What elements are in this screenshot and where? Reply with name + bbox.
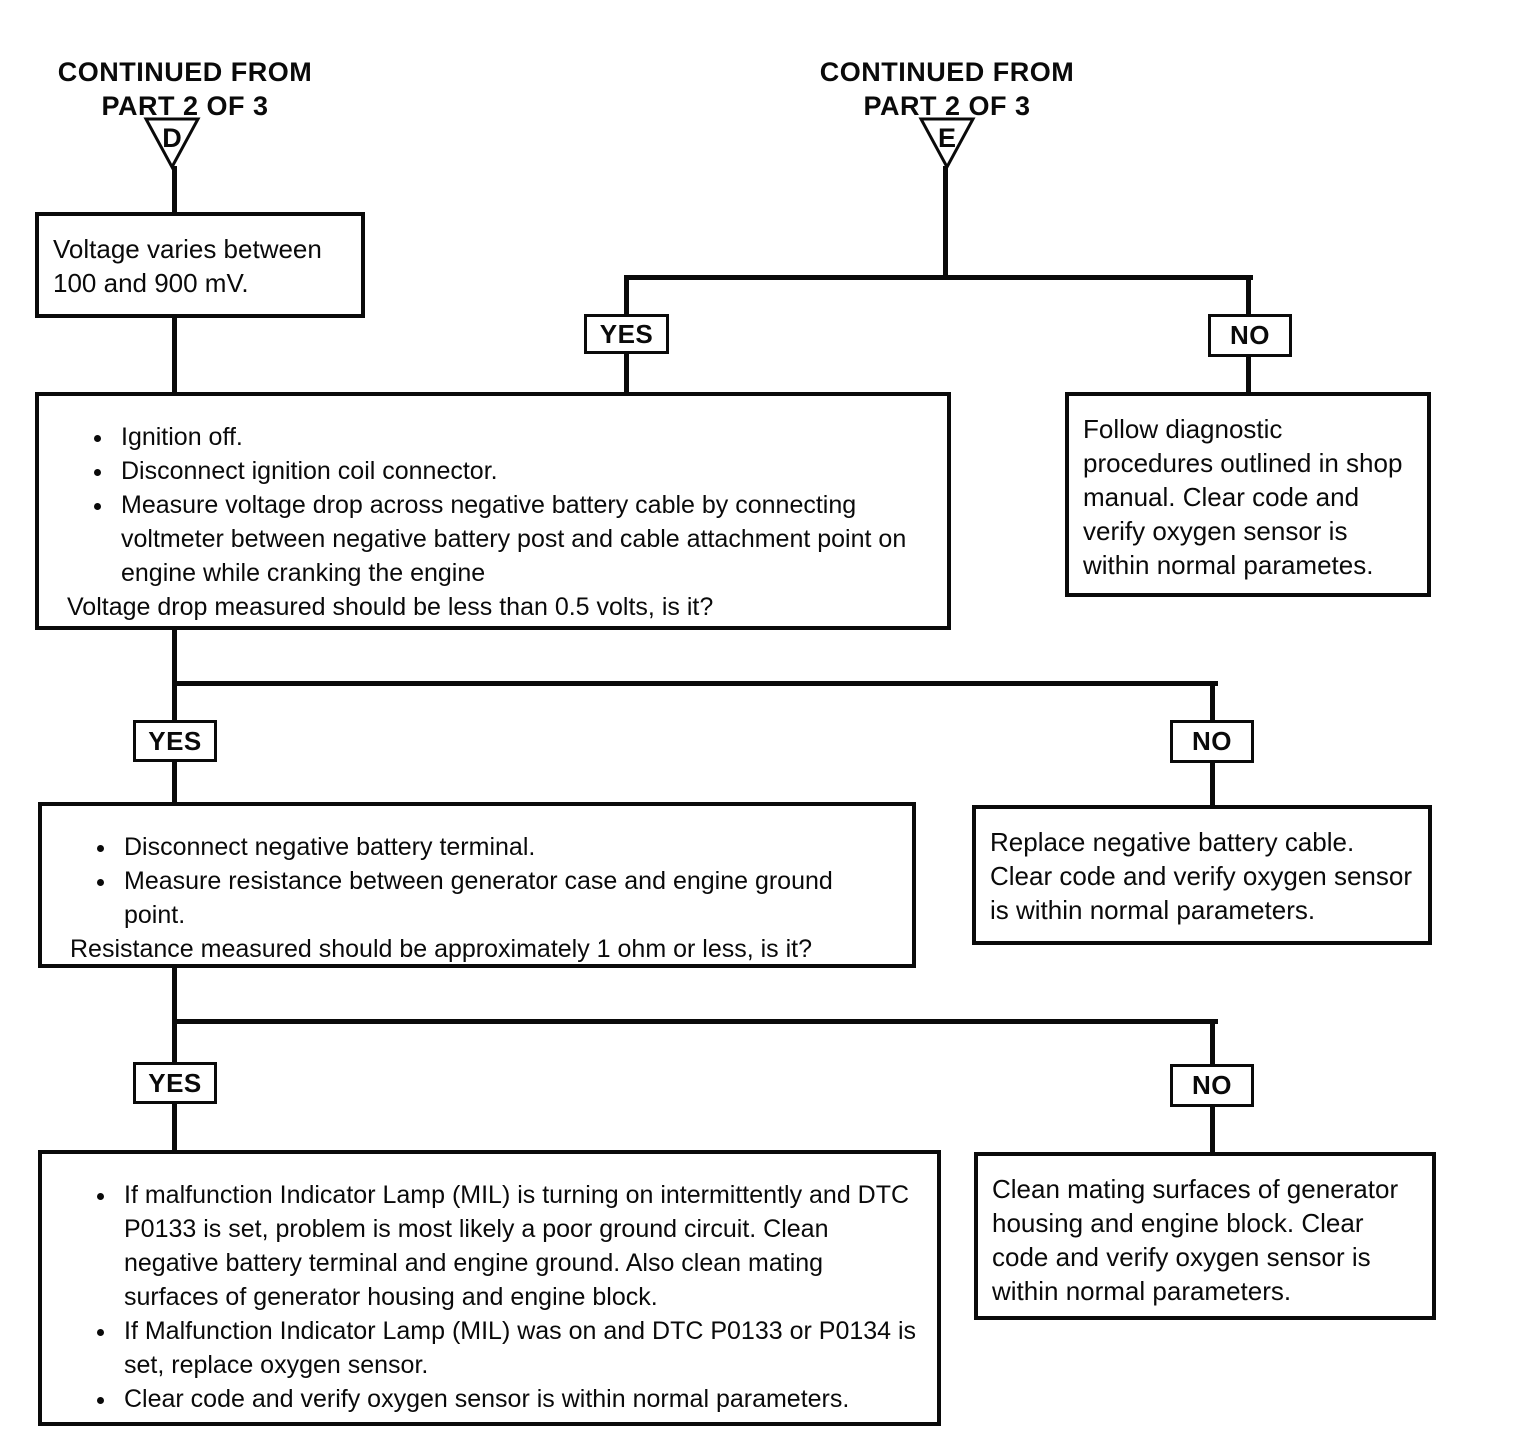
bullet-item: If malfunction Indicator Lamp (MIL) is t… <box>118 1178 921 1314</box>
connector-line <box>172 964 177 1024</box>
connector-line <box>1210 681 1215 722</box>
voltage-drop-test-box: Ignition off. Disconnect ignition coil c… <box>35 392 951 630</box>
mil-diagnosis-box: If malfunction Indicator Lamp (MIL) is t… <box>38 1150 941 1426</box>
clean-surfaces-text: Clean mating surfaces of generator housi… <box>992 1174 1399 1306</box>
connector-line <box>1210 1105 1215 1154</box>
bullet-item: Measure resistance between generator cas… <box>118 864 896 932</box>
connector-line <box>624 275 1253 280</box>
yes-tag-3: YES <box>133 1062 217 1104</box>
yes-tag-1: YES <box>584 314 669 354</box>
connector-triangle-e: E <box>918 117 976 170</box>
resistance-question: Resistance measured should be approximat… <box>70 935 813 963</box>
bullet-item: Disconnect negative battery terminal. <box>118 830 896 864</box>
continued-from-d-line1: CONTINUED FROM <box>57 57 313 87</box>
voltage-drop-question: Voltage drop measured should be less tha… <box>67 593 714 621</box>
connector-letter-d: D <box>162 123 182 153</box>
connector-line <box>172 628 177 686</box>
follow-diagnostic-box: Follow diagnostic procedures outlined in… <box>1065 392 1431 597</box>
no-tag-2: NO <box>1170 720 1254 763</box>
voltage-drop-test-bullets: Ignition off. Disconnect ignition coil c… <box>67 420 931 590</box>
continued-from-e-label: CONTINUED FROM PART 2 OF 3 <box>797 55 1097 123</box>
clean-surfaces-box: Clean mating surfaces of generator housi… <box>974 1152 1436 1320</box>
connector-line <box>172 316 177 394</box>
no-tag-1: NO <box>1208 314 1292 357</box>
mil-diagnosis-bullets: If malfunction Indicator Lamp (MIL) is t… <box>70 1178 921 1416</box>
connector-line <box>1210 1019 1215 1066</box>
connector-line <box>624 352 629 394</box>
replace-cable-box: Replace negative battery cable. Clear co… <box>972 805 1432 945</box>
bullet-item: Disconnect ignition coil connector. <box>115 454 931 488</box>
resistance-test-box: Disconnect negative battery terminal. Me… <box>38 802 916 968</box>
voltage-varies-text: Voltage varies between 100 and 900 mV. <box>53 234 322 298</box>
follow-diagnostic-text: Follow diagnostic procedures outlined in… <box>1083 414 1403 580</box>
connector-line <box>172 1019 177 1064</box>
connector-line <box>172 681 1218 686</box>
connector-line <box>1246 355 1251 394</box>
bullet-item: If Malfunction Indicator Lamp (MIL) was … <box>118 1314 921 1382</box>
resistance-test-bullets: Disconnect negative battery terminal. Me… <box>70 830 896 932</box>
continued-from-e-line1: CONTINUED FROM <box>819 57 1075 87</box>
connector-letter-e: E <box>938 123 956 153</box>
connector-line <box>172 760 177 804</box>
bullet-item: Measure voltage drop across negative bat… <box>115 488 931 590</box>
continued-from-e-line2: PART 2 OF 3 <box>863 91 1031 121</box>
connector-line <box>1246 275 1251 316</box>
connector-line <box>172 166 177 214</box>
replace-cable-text: Replace negative battery cable. Clear co… <box>990 827 1413 925</box>
continued-from-d-line2: PART 2 OF 3 <box>101 91 269 121</box>
connector-line <box>943 166 948 279</box>
connector-line <box>172 1102 177 1152</box>
continued-from-d-label: CONTINUED FROM PART 2 OF 3 <box>35 55 335 123</box>
bullet-item: Clear code and verify oxygen sensor is w… <box>118 1382 921 1416</box>
no-tag-3: NO <box>1170 1064 1254 1107</box>
connector-line <box>172 1019 1218 1024</box>
bullet-item: Ignition off. <box>115 420 931 454</box>
connector-triangle-d: D <box>143 117 201 170</box>
yes-tag-2: YES <box>133 720 217 762</box>
voltage-varies-box: Voltage varies between 100 and 900 mV. <box>35 212 365 318</box>
connector-line <box>1210 761 1215 807</box>
connector-line <box>624 275 629 316</box>
connector-line <box>172 681 177 722</box>
